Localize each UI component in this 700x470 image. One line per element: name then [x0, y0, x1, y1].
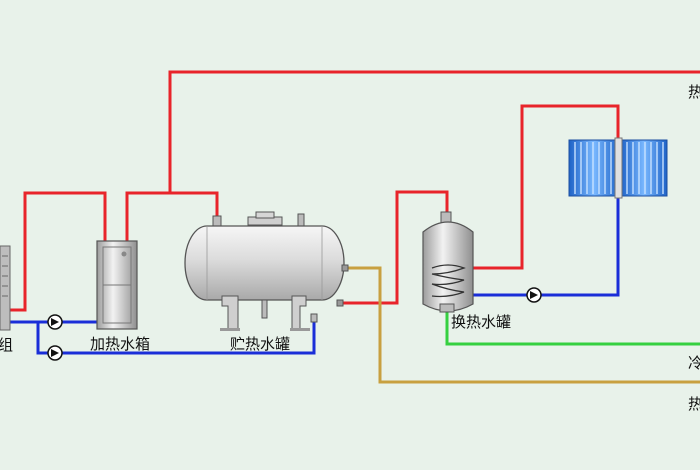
label-storage-tank: 贮热水罐 [230, 335, 290, 353]
storage-tank [184, 211, 349, 331]
left-heat-unit [0, 245, 11, 331]
label-right-cold: 冷 [688, 354, 700, 372]
label-heating-tank: 加热水箱 [90, 335, 150, 353]
pipe-left-unit-to-heating-tank [10, 191, 107, 312]
exchange-tank [422, 211, 474, 313]
pump-icon [526, 287, 542, 303]
hot-supply-pipe [342, 266, 700, 384]
label-exchange-tank: 换热水罐 [451, 313, 511, 331]
label-right-hot-bottom: 热 [688, 395, 700, 413]
pipe-collector-return [470, 196, 620, 297]
heating-tank [96, 240, 138, 330]
pipe-exchanger-to-collector [470, 104, 620, 270]
label-right-hot-top: 热 [688, 83, 700, 101]
pipe-return-lower [36, 320, 316, 355]
pipe-heating-tank-to-storage [125, 191, 219, 242]
solar-collector [568, 137, 668, 199]
cold-water-pipe [445, 312, 700, 346]
pump-icon [47, 314, 63, 330]
pump-icon [47, 345, 63, 361]
pipe-top-main [168, 70, 700, 193]
label-left-unit: 组 [0, 336, 13, 354]
